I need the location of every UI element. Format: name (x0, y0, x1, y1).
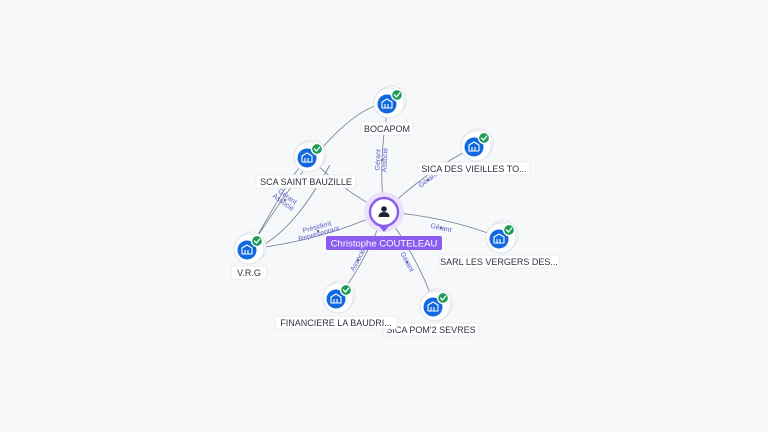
company-node-sarl-vergers[interactable]: SARL LES VERGERS DES... (438, 220, 560, 269)
edge-role-label: Gérant (430, 223, 452, 234)
label-box (382, 322, 480, 337)
person-name: Christophe COUTELEAU (331, 239, 438, 250)
company-label: SICA POM'2 SEVRES (382, 322, 480, 337)
company-node-sca-bauzille[interactable]: SCA SAINT BAUZILLE (255, 139, 357, 189)
company-name: SARL LES VERGERS DES... (440, 257, 558, 267)
role-text: Gérant (375, 149, 383, 171)
label-box (230, 265, 268, 280)
company-node-vrg[interactable]: V.R.G (230, 231, 268, 280)
person-label-box (326, 236, 442, 250)
edge-arrow (439, 226, 443, 230)
role-text: Associé (350, 248, 368, 273)
check-icon (436, 291, 450, 305)
company-name: V.R.G (237, 268, 261, 278)
building-icon (377, 94, 397, 114)
edge-role-label: GérantAssocié (271, 187, 299, 213)
company-node-sica-pom[interactable]: SICA POM'2 SEVRES (382, 288, 480, 337)
check-icon (502, 223, 516, 237)
company-name: SICA DES VIEILLES TO... (421, 164, 526, 174)
company-name: SICA POM'2 SEVRES (386, 325, 475, 335)
company-name: FINANCIERE LA BAUDRI... (280, 318, 392, 328)
company-node-bocapom[interactable]: BOCAPOM (360, 85, 414, 136)
company-label: V.R.G (230, 265, 268, 280)
label-box (255, 174, 357, 189)
edge-arrow (380, 158, 384, 162)
edge-role-label: Associé (350, 248, 368, 273)
edge-arrow (426, 178, 430, 182)
company-name: BOCAPOM (364, 124, 410, 134)
company-label: BOCAPOM (360, 121, 414, 136)
edge-arrow (405, 260, 409, 264)
edge-arrow (356, 258, 360, 262)
building-icon (297, 148, 317, 168)
company-label: SICA DES VIEILLES TO... (417, 161, 531, 176)
edge-arrow (316, 229, 320, 233)
edge-role-label: GérantAssocié (374, 147, 389, 172)
label-box (417, 161, 531, 176)
company-label: SARL LES VERGERS DES... (438, 254, 560, 269)
building-icon (237, 240, 257, 260)
building-icon (464, 137, 484, 157)
building-icon (489, 229, 509, 249)
role-text: Associé (381, 148, 389, 173)
company-node-sica-vieilles[interactable]: SICA DES VIEILLES TO... (417, 128, 531, 176)
company-label: SCA SAINT BAUZILLE (255, 174, 357, 189)
person-node[interactable]: Christophe COUTELEAU (326, 192, 442, 250)
label-box (274, 315, 398, 330)
person-icon (378, 206, 390, 217)
company-label: FINANCIERE LA BAUDRI... (274, 315, 398, 330)
building-icon (326, 289, 346, 309)
check-icon (477, 131, 491, 145)
check-icon (339, 283, 353, 297)
check-icon (390, 88, 404, 102)
label-box (438, 254, 560, 269)
check-icon (310, 142, 324, 156)
building-icon (423, 297, 443, 317)
company-node-financiere[interactable]: FINANCIERE LA BAUDRI... (274, 280, 398, 330)
company-name: SCA SAINT BAUZILLE (260, 177, 352, 187)
role-text: Gérant (430, 223, 452, 234)
edge-arrow (283, 198, 287, 202)
label-box (360, 121, 414, 136)
check-icon (250, 234, 264, 248)
